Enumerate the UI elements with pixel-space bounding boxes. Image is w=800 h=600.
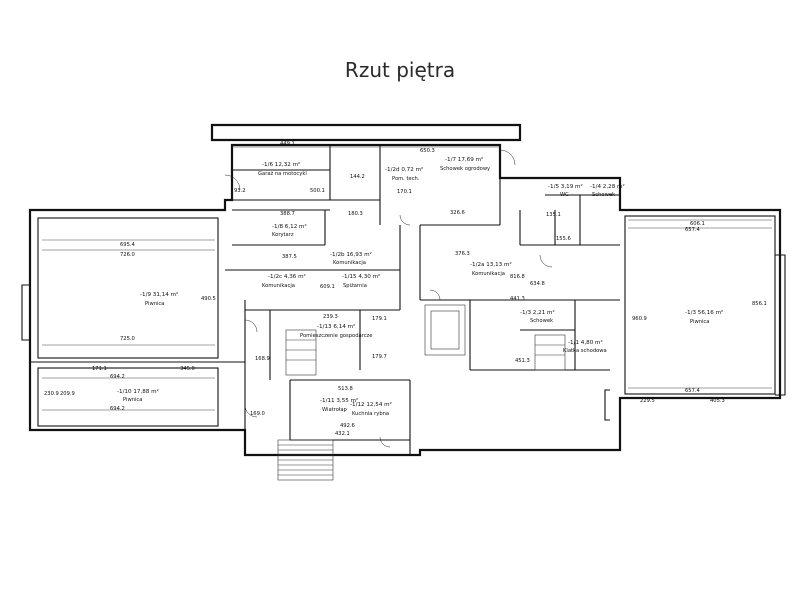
dim-value: 179.1 <box>372 316 387 322</box>
building-outline <box>28 143 782 457</box>
right-step <box>604 389 610 421</box>
room-wiatrolap-code: -1/11 3,55 m² <box>320 397 358 404</box>
dim-value: 609.1 <box>320 284 335 290</box>
dim-value: 657.4 <box>685 227 701 233</box>
dim-value: 388.7 <box>280 211 295 217</box>
room-wc-name: WC <box>560 192 569 198</box>
dim-value: 694.2 <box>110 374 125 380</box>
room-gospodarcze-code: -1/13 6,14 m² <box>317 323 355 330</box>
dim-value: 387.5 <box>282 254 297 260</box>
room-piwnica-left-name: Piwnica <box>145 301 164 307</box>
dim-value: 606.1 <box>690 221 705 227</box>
room-schowek-mid-code: -1/3 2,21 m² <box>520 309 555 316</box>
dim-value: 376.3 <box>455 251 470 257</box>
interior-walls <box>30 145 620 455</box>
room-piwnica-left-code: -1/9 31,14 m² <box>140 291 178 298</box>
room-schowek-ogrodowy-name: Schowek ogrodowy <box>440 166 490 172</box>
room-schowek-small-name: Schowek <box>592 192 615 198</box>
dim-value: 230.9 <box>44 391 59 397</box>
room-pom-tech-name: Pom. tech. <box>392 176 420 182</box>
room-korytarz-name: Korytarz <box>272 232 294 238</box>
dim-value: 209.9 <box>60 391 75 397</box>
dim-value: 816.8 <box>510 274 525 280</box>
dim-value: 657.4 <box>685 388 701 394</box>
room-kuchnia-code: -1/12 12,54 m² <box>350 401 392 408</box>
dim-value: 441.3 <box>510 296 525 302</box>
room-komunikacja-2-name: Komunikacja <box>472 271 505 277</box>
room-korytarz-code: -1/8 6,12 m² <box>272 223 307 230</box>
stairs <box>277 304 566 481</box>
left-bay <box>21 284 30 341</box>
dimension-values: 449.1 650.3 93.2 500.1 144.2 170.1 326.6… <box>44 141 767 437</box>
room-schowek-mid-name: Schowek <box>530 318 553 324</box>
dim-value: 650.3 <box>420 148 435 154</box>
dim-value: 449.1 <box>280 141 295 147</box>
dim-value: 726.0 <box>120 252 135 258</box>
dim-value: 694.2 <box>110 406 125 412</box>
outer-walls <box>21 123 786 457</box>
room-klatka-name: Klatka schodowa <box>563 348 607 354</box>
room-komunikacja-1-name: Komunikacja <box>333 260 366 266</box>
dim-value: 170.1 <box>397 189 412 195</box>
dimension-lines <box>42 146 772 411</box>
room-kuchnia-name: Kuchnia rybna <box>352 411 389 417</box>
room-schowek-small-code: -1/4 2,28 m² <box>590 183 625 190</box>
room-komunikacja-2-code: -1/2a 13,13 m² <box>470 261 512 268</box>
dim-value: 326.6 <box>450 210 465 216</box>
doors <box>224 149 553 448</box>
dim-value: 345.0 <box>180 366 195 372</box>
right-window-bay <box>775 254 786 396</box>
room-komunikacja-1-code: -1/2b 16,93 m² <box>330 251 372 258</box>
room-wiatrolap-name: Wiatrołap <box>322 407 348 413</box>
left-basement-inner <box>37 217 219 359</box>
dim-value: 169.0 <box>250 411 265 417</box>
room-wc-code: -1/5 3,19 m² <box>548 183 583 190</box>
dim-value: 239.3 <box>323 314 338 320</box>
dim-value: 634.8 <box>530 281 545 287</box>
dim-value: 144.2 <box>350 174 365 180</box>
room-spizarnia-code: -1/15 4,30 m² <box>342 273 380 280</box>
dim-value: 229.5 <box>640 398 655 404</box>
top-terrace-wall <box>210 123 522 142</box>
room-piwnica-right-code: -1/3 56,16 m² <box>685 309 723 316</box>
dim-value: 500.1 <box>310 188 325 194</box>
dim-value: 171.1 <box>92 366 107 372</box>
room-schowek-ogrodowy-code: -1/7 17,69 m² <box>445 156 483 163</box>
dim-value: 168.9 <box>255 356 270 362</box>
dim-value: 180.3 <box>348 211 363 217</box>
room-klatka-code: -1/1 4,80 m² <box>568 339 603 346</box>
dim-value: 490.5 <box>201 296 216 302</box>
page-title: Rzut piętra <box>344 58 456 82</box>
dim-value: 960.9 <box>632 316 647 322</box>
room-pom-tech-code: -1/2d 0,72 m² <box>385 166 423 173</box>
room-labels: -1/6 12,32 m² Garaż na motocykl -1/2d 0,… <box>117 156 723 417</box>
dim-value: 135.1 <box>546 212 561 218</box>
room-piwnica-small-code: -1/10 17,88 m² <box>117 388 159 395</box>
dim-value: 513.8 <box>338 386 353 392</box>
room-garaz-code: -1/6 12,32 m² <box>262 161 300 168</box>
room-komunikacja-3-name: Komunikacja <box>262 283 295 289</box>
dim-value: 695.4 <box>120 242 136 248</box>
dim-value: 179.7 <box>372 354 387 360</box>
small-basement-inner <box>37 367 219 427</box>
dim-value: 432.1 <box>335 431 350 437</box>
dim-value: 492.6 <box>340 423 355 429</box>
room-spizarnia-name: Spiżarnia <box>343 283 367 289</box>
room-komunikacja-3-code: -1/2c 4,36 m² <box>268 273 306 280</box>
room-garaz-name: Garaż na motocykl <box>258 171 307 177</box>
dim-value: 405.3 <box>710 398 725 404</box>
room-piwnica-right-name: Piwnica <box>690 319 709 325</box>
dim-value: 93.2 <box>234 188 246 194</box>
dim-value: 725.0 <box>120 336 135 342</box>
room-gospodarcze-name: Pomieszczenie gospodarcze <box>300 333 372 339</box>
dim-value: 856.1 <box>752 301 767 307</box>
dim-value: 155.6 <box>556 236 571 242</box>
dim-value: 451.3 <box>515 358 530 364</box>
room-piwnica-small-name: Piwnica <box>123 397 142 403</box>
right-basement-inner <box>624 215 776 395</box>
